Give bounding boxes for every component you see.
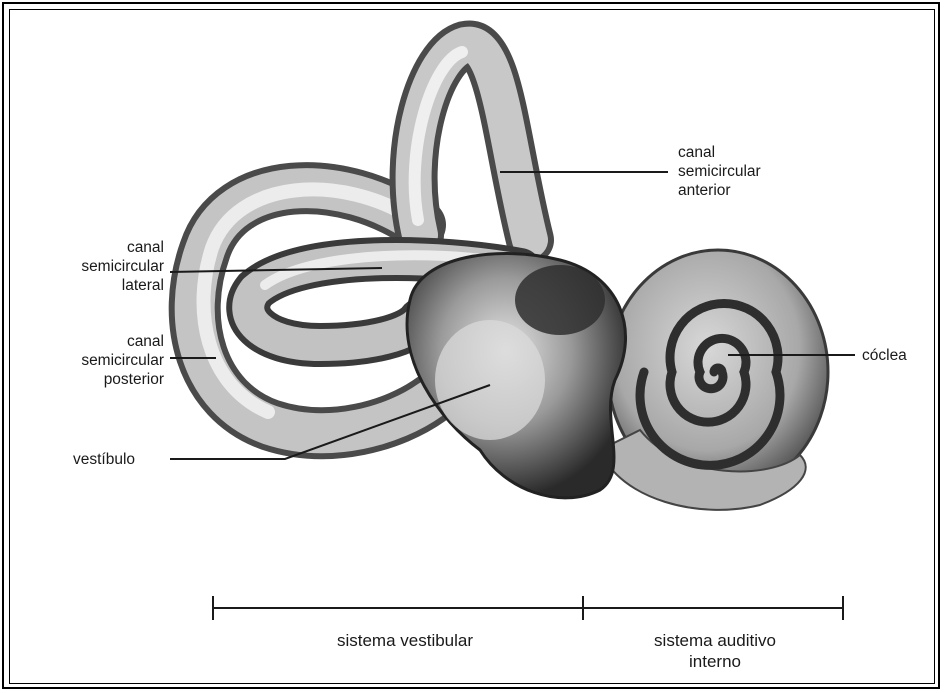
label-auditivo-line1: sistema auditivo — [610, 630, 820, 651]
label-lateral-canal: canal semicircular lateral — [81, 238, 164, 295]
label-lateral-line2: semicircular — [81, 257, 164, 276]
label-lateral-line3: lateral — [81, 276, 164, 295]
label-posterior-line3: posterior — [81, 370, 164, 389]
label-vestibulo: vestíbulo — [73, 450, 135, 469]
label-posterior-line1: canal — [81, 332, 164, 351]
label-coclea: cóclea — [862, 346, 907, 365]
anterior-canal-shape — [414, 45, 530, 240]
label-posterior-canal: canal semicircular posterior — [81, 332, 164, 389]
label-anterior-line3: anterior — [678, 181, 761, 200]
label-posterior-line2: semicircular — [81, 351, 164, 370]
system-ruler — [213, 596, 843, 620]
cochlea-shape — [600, 250, 828, 510]
label-lateral-line1: canal — [81, 238, 164, 257]
label-anterior-canal: canal semicircular anterior — [678, 143, 761, 200]
label-anterior-line1: canal — [678, 143, 761, 162]
label-anterior-line2: semicircular — [678, 162, 761, 181]
vestibule-shape — [407, 253, 625, 497]
label-sistema-vestibular: sistema vestibular — [290, 630, 520, 651]
label-auditivo-line2: interno — [610, 651, 820, 672]
label-sistema-auditivo: sistema auditivo interno — [610, 630, 820, 672]
